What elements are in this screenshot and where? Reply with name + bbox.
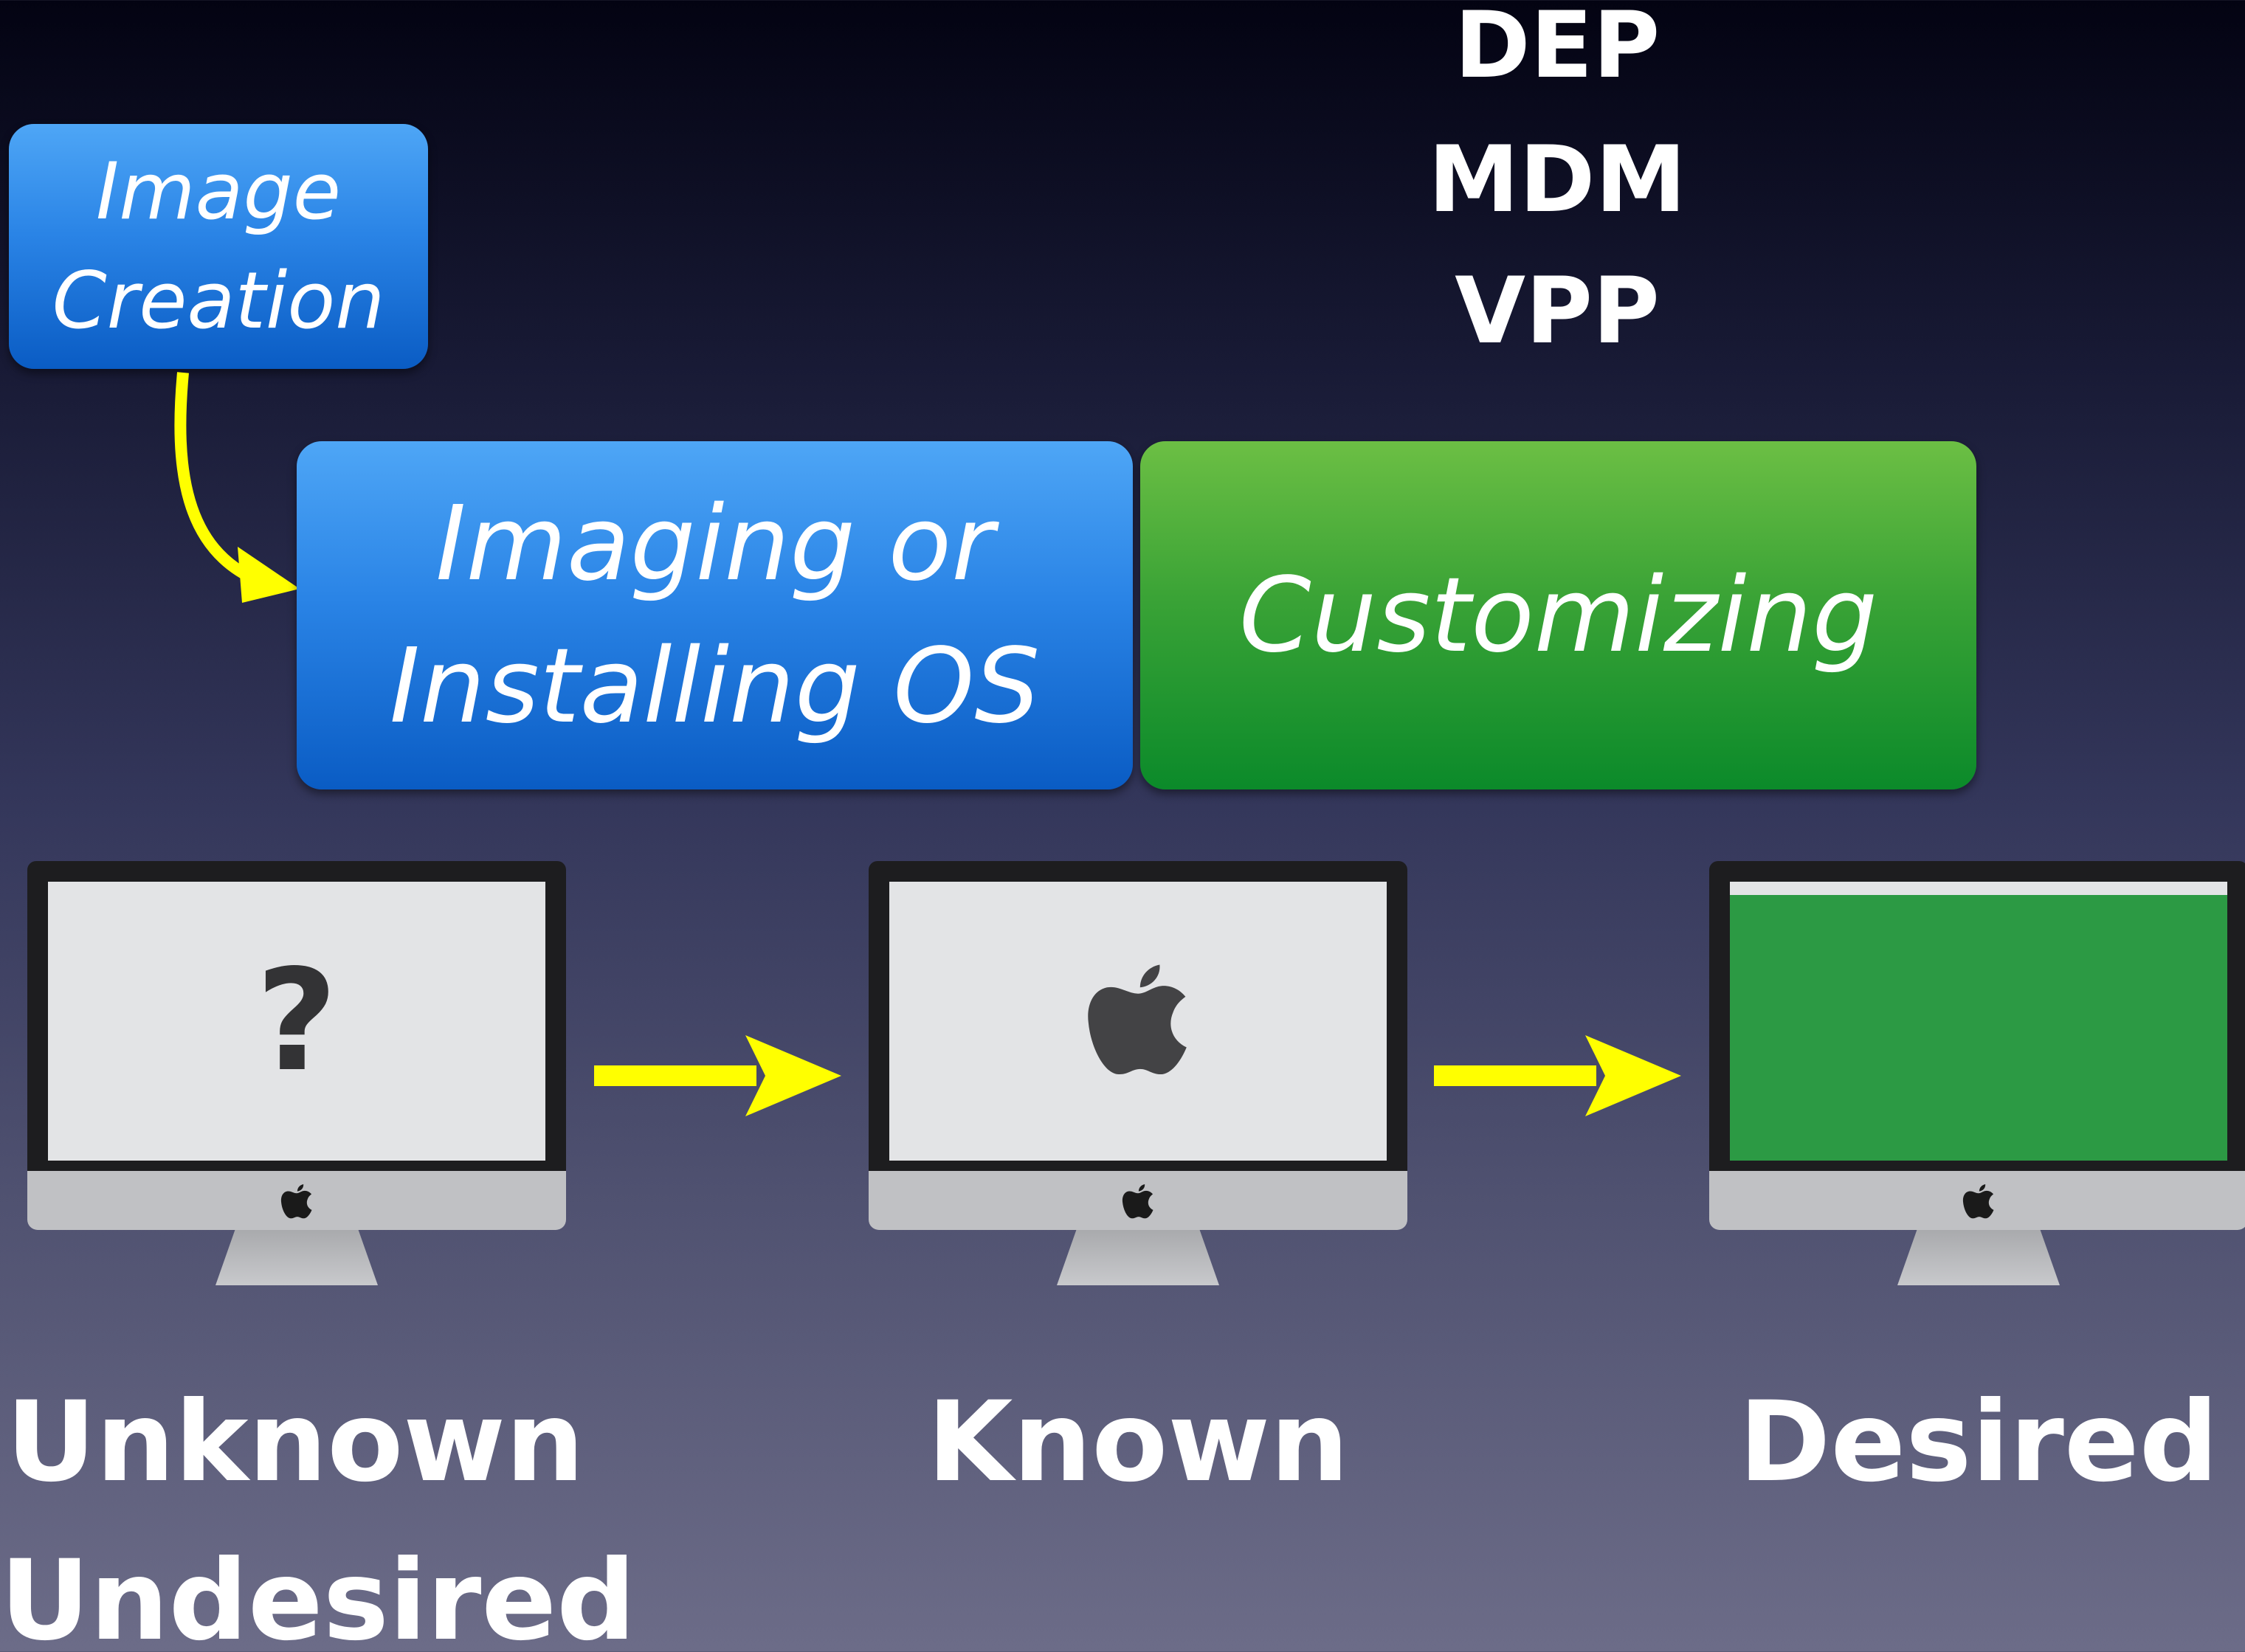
arrow-right-icon [594, 1035, 841, 1116]
monitor-screen [1730, 882, 2227, 1161]
acronym-dep: DEP [1454, 0, 1661, 99]
monitor-stand [1897, 1230, 2060, 1285]
image-creation-box: Image Creation [9, 124, 428, 369]
monitor-stand [215, 1230, 378, 1285]
imac-known [869, 861, 1407, 1289]
question-mark-icon: ? [255, 939, 338, 1102]
imaging-line1: Imaging or [435, 483, 994, 604]
state-known: Known [927, 1378, 1349, 1507]
image-creation-line2: Creation [52, 255, 385, 346]
state-desired: Desired [1738, 1378, 2219, 1507]
state-unknown-line1: Unknown [6, 1378, 584, 1507]
desired-screen-menubar [1730, 882, 2227, 895]
monitor-screen: ? [48, 882, 545, 1161]
acronym-vpp: VPP [1455, 258, 1660, 364]
apple-logo-icon [1122, 1184, 1153, 1219]
curved-arrow-icon [174, 372, 300, 603]
image-creation-line1: Image [96, 145, 341, 237]
customizing-box: Customizing [1140, 441, 1976, 789]
arrow-right-icon [1434, 1035, 1681, 1116]
imac-desired [1709, 861, 2245, 1289]
monitor-stand [1057, 1230, 1219, 1285]
imaging-box: Imaging or Installing OS [297, 441, 1133, 789]
apple-logo-icon [1962, 1184, 1994, 1219]
apple-logo-icon [280, 1184, 312, 1219]
customizing-label: Customizing [1238, 555, 1878, 676]
imac-unknown: ? [27, 861, 566, 1289]
acronym-mdm: MDM [1428, 127, 1686, 233]
apple-logo-icon [1088, 964, 1187, 1074]
imaging-line2: Installing OS [389, 626, 1041, 747]
monitor-screen [889, 882, 1387, 1161]
state-unknown-line2: Undesired [0, 1537, 636, 1652]
